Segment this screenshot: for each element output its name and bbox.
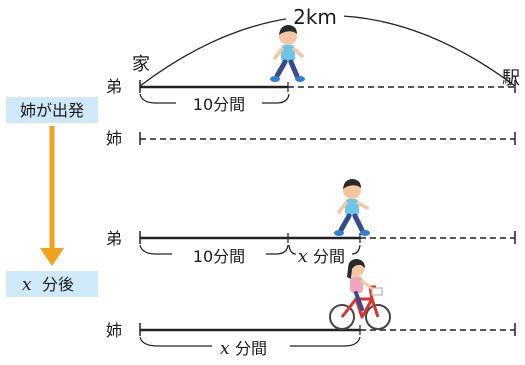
ten-minutes-bottom: 10分間: [193, 247, 245, 266]
brace-bottom-left-b: [266, 244, 289, 255]
brace-bottom-left-a: [139, 244, 172, 255]
x-var-sister: x: [220, 339, 230, 359]
walking-boy-top: [270, 25, 305, 82]
station-label: 駅: [502, 68, 520, 89]
x-minutes-sister: 分間: [235, 339, 267, 358]
brace-bottom-right-b: [351, 244, 361, 255]
brace-bottom-right-a: [288, 244, 297, 255]
brace-top-right: [262, 93, 290, 104]
brace-sister-right: [290, 336, 361, 347]
walking-boy-bottom: [334, 179, 370, 236]
event-start-box: [6, 97, 98, 123]
event-start-label: 姉が出発: [20, 101, 84, 120]
x-minutes-brother: 分間: [313, 247, 345, 266]
distance-label-bg: [286, 6, 344, 28]
brother-label-top: 弟: [106, 77, 122, 96]
ten-minutes-top: 10分間: [193, 95, 245, 114]
event-after-unit: 分後: [42, 275, 74, 294]
brace-top-left: [139, 93, 176, 104]
girl-on-bicycle: [329, 259, 391, 330]
x-var-brother: x: [298, 247, 308, 267]
sister-label-bottom: 姉: [106, 321, 122, 340]
event-after-var: x: [22, 275, 32, 295]
sister-label-top: 姉: [106, 129, 122, 148]
timeline-arrow-head: [40, 248, 64, 266]
brace-sister-left: [139, 336, 212, 347]
home-label: 家: [132, 54, 150, 75]
brother-label-bottom: 弟: [106, 229, 122, 248]
distance-label: 2km: [293, 5, 337, 29]
event-after-box: [6, 271, 98, 297]
